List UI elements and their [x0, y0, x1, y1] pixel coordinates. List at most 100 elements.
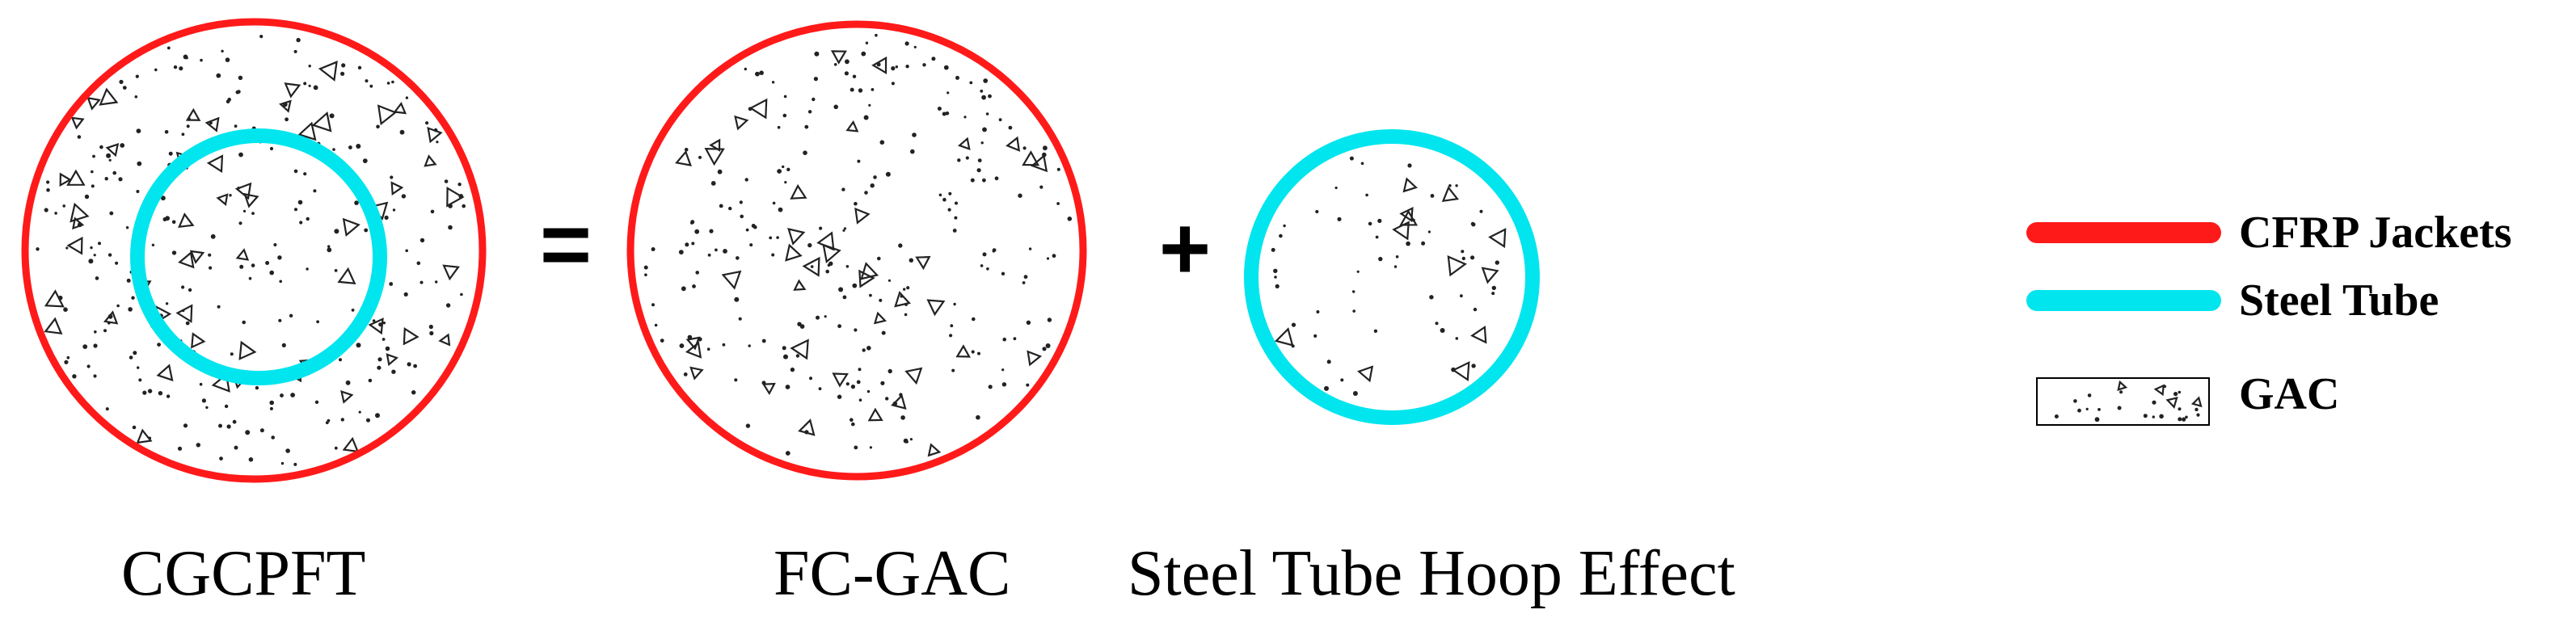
aggregate-dot: [951, 368, 955, 372]
aggregate-dot: [858, 398, 862, 402]
aggregate-dot: [1271, 247, 1275, 252]
aggregate-dot: [977, 158, 982, 163]
aggregate-triangle: [105, 143, 120, 158]
aggregate-triangle: [1357, 365, 1374, 383]
aggregate-triangle: [802, 256, 820, 277]
aggregate-dot: [942, 197, 947, 202]
aggregate-dot: [297, 200, 303, 205]
aggregate-dot: [179, 66, 183, 71]
aggregate-dot: [120, 143, 125, 148]
aggregate-triangle: [790, 339, 809, 360]
aggregate-dot: [391, 80, 394, 84]
aggregate-dot: [858, 88, 863, 93]
aggregate-dot: [850, 87, 854, 92]
aggregate-dot: [234, 124, 238, 128]
aggregate-dot: [864, 191, 868, 195]
aggregate-dot: [365, 79, 369, 83]
aggregate-dot: [242, 209, 247, 212]
aggregate-dot: [678, 250, 684, 254]
aggregate-triangle: [2190, 396, 2203, 408]
aggregate-dot: [963, 116, 967, 119]
aggregate-dot: [1471, 364, 1476, 368]
aggregate-dot: [1479, 209, 1483, 213]
aggregate-dot: [692, 284, 696, 288]
gac-fill-cgcpft: [36, 35, 466, 466]
aggregate-dot: [165, 302, 169, 305]
aggregate-dot: [1491, 285, 1497, 291]
aggregate-dot: [739, 200, 743, 204]
aggregate-dot: [654, 323, 658, 327]
aggregate-dot: [749, 243, 753, 247]
aggregate-dot: [660, 339, 664, 343]
aggregate-dot: [854, 328, 858, 332]
aggregate-dot: [72, 374, 77, 379]
aggregate-dot: [341, 63, 346, 68]
aggregate-dot: [803, 150, 807, 155]
aggregate-triangle: [185, 107, 201, 121]
aggregate-triangle: [337, 267, 356, 284]
aggregate-dot: [36, 247, 40, 251]
aggregate-dot: [126, 278, 131, 283]
aggregate-dot: [980, 141, 984, 145]
aggregate-dot: [115, 261, 119, 265]
aggregate-triangle: [1006, 136, 1021, 152]
aggregate-dot: [825, 269, 829, 274]
aggregate-dot: [357, 65, 362, 70]
aggregate-dot: [850, 418, 854, 422]
aggregate-triangle: [311, 111, 332, 132]
aggregate-triangle: [211, 372, 230, 393]
aggregate-dot: [869, 293, 872, 297]
aggregate-dot: [136, 190, 140, 193]
aggregate-triangle: [59, 172, 72, 187]
aggregate-dot: [1491, 292, 1495, 296]
aggregate-triangle: [216, 193, 229, 206]
aggregate-dot: [345, 380, 351, 385]
aggregate-dot: [771, 253, 775, 257]
aggregate-dot: [1274, 275, 1277, 279]
aggregate-dot: [229, 194, 232, 197]
aggregate-dot: [1365, 193, 1368, 197]
aggregate-dot: [736, 256, 740, 260]
aggregate-dot: [2178, 390, 2182, 394]
aggregate-dot: [354, 200, 359, 205]
aggregate-dot: [854, 201, 858, 206]
aggregate-dot: [334, 446, 338, 450]
aggregate-dot: [339, 358, 342, 362]
aggregate-dot: [82, 344, 88, 349]
aggregate-dot: [1393, 265, 1398, 268]
aggregate-dot: [168, 151, 173, 156]
aggregate-triangle: [1488, 228, 1507, 249]
aggregate-dot: [306, 267, 309, 271]
aggregate-triangle: [377, 104, 398, 126]
aggregate-dot: [259, 35, 264, 39]
aggregate-dot: [2182, 417, 2186, 422]
aggregate-dot: [938, 193, 942, 197]
aggregate-dot: [1022, 281, 1026, 284]
aggregate-dot: [706, 347, 710, 351]
aggregate-dot: [2143, 414, 2148, 418]
aggregate-dot: [965, 156, 969, 160]
aggregate-dot: [377, 357, 382, 362]
aggregate-dot: [1046, 257, 1050, 260]
aggregate-triangle: [235, 248, 250, 261]
aggregate-dot: [285, 117, 289, 122]
aggregate-dot: [327, 245, 331, 248]
aggregate-triangle: [393, 102, 407, 115]
aggregate-dot: [804, 124, 809, 129]
aggregate-dot: [221, 49, 224, 53]
cfrp-jacket-ring: [626, 20, 1087, 481]
aggregate-triangle: [403, 326, 419, 346]
aggregate-dot: [419, 280, 424, 284]
aggregate-dot: [428, 324, 433, 330]
aggregate-dot: [785, 385, 791, 389]
aggregate-dot: [992, 250, 996, 253]
aggregate-triangle: [675, 149, 692, 166]
aggregate-dot: [104, 177, 108, 181]
aggregate-dot: [119, 79, 124, 84]
aggregate-dot: [457, 183, 462, 187]
aggregate-dot: [1429, 295, 1434, 300]
aggregate-dot: [93, 254, 96, 257]
aggregate-dot: [289, 313, 293, 318]
aggregate-dot: [314, 400, 319, 404]
aggregate-dot: [651, 247, 656, 251]
